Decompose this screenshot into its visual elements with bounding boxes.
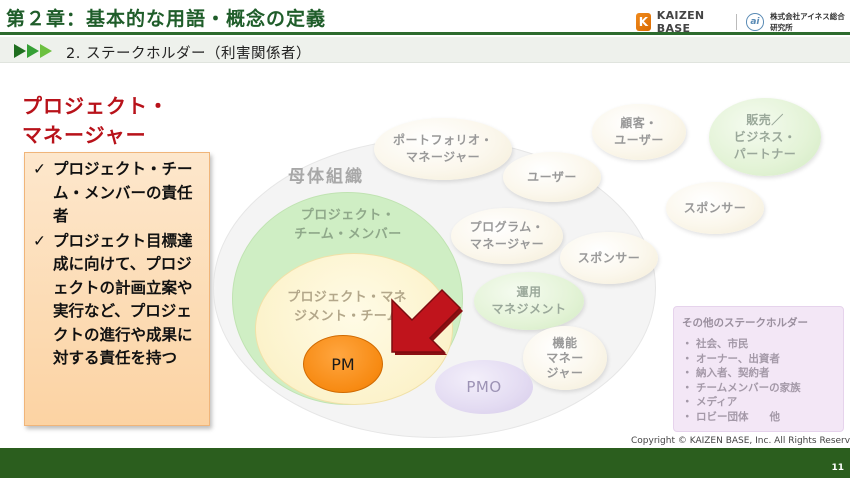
bullet-icon: ・ [682,338,693,350]
logo-divider [735,14,737,30]
partner-name: 株式会社アイネス総合研究所 [770,12,845,32]
pm-circle: PM [303,335,383,393]
project-team-label: プロジェクト・ チーム・メンバー [294,208,402,242]
brand-logos: K KAIZEN BASE ai 株式会社アイネス総合研究所 [636,9,850,35]
customer-user-bubble: 顧客・ ユーザー [592,104,686,160]
other-stakeholder-item: ・ 社会、市民 [682,337,835,352]
section-bar: 2. ステークホルダー（利害関係者） [0,37,850,63]
chevron-arrows-icon [14,44,53,58]
program-manager-bubble: プログラム・ マネージャー [451,208,563,264]
description-text: プロジェクト目標達成に向けて、プロジェクトの計画立案や実行など、プロジェクトの進… [53,231,193,368]
operations-management-bubble: 運用 マネジメント [474,272,584,330]
other-stakeholder-label: メディア [696,396,738,409]
header-rule [0,32,850,35]
other-stakeholders-box: その他のステークホルダー ・ 社会、市民 ・ オーナー、出資者 ・ 納入者、契約… [673,306,844,432]
portfolio-manager-bubble: ポートフォリオ・ マネージャー [374,118,512,180]
pm-heading-line2: マネージャー [22,123,147,147]
user-bubble: ユーザー [503,152,601,202]
other-stakeholder-label: 納入者、契約者 [696,367,770,380]
other-stakeholder-item: ・ 納入者、契約者 [682,366,835,381]
other-stakeholder-label: チームメンバーの家族 [696,381,801,394]
pm-team-label: プロジェクト・マネ ジメント・チーム [287,290,407,324]
bullet-icon: ・ [682,352,693,365]
slide-header: 第２章：基本的な用語・概念の定義 K KAIZEN BASE ai 株式会社アイ… [0,0,850,35]
copyright-notice: Copyright © KAIZEN BASE, Inc. All Rights… [631,436,850,446]
sponsor-outer-bubble: スポンサー [666,182,764,234]
parent-organization-label: 母体組織 [288,167,364,187]
other-stakeholder-item: ・ チームメンバーの家族 [682,381,835,396]
bullet-icon: ・ [682,381,693,394]
pm-heading-line1: プロジェクト・ [22,94,169,118]
sponsor-inner-bubble: スポンサー [560,232,658,284]
partner-logo-icon: ai [745,13,765,31]
check-icon: ✓ [33,160,46,178]
page-number: 11 [831,463,844,473]
other-stakeholder-label: オーナー、出資者 [696,352,780,365]
other-stakeholders-title: その他のステークホルダー [682,317,808,329]
check-icon: ✓ [33,231,46,250]
functional-manager-bubble: 機能 マネー ジャー [523,326,607,390]
description-item: ✓ プロジェクト・チーム・メンバーの責任者 [33,158,201,229]
pointer-arrow-icon [391,288,463,355]
pm-heading: プロジェクト・ マネージャー [22,92,222,150]
section-title: 2. ステークホルダー（利害関係者） [66,46,311,62]
other-stakeholder-label: 社会、市民 [696,338,749,350]
description-text: プロジェクト・チーム・メンバーの責任者 [53,160,193,225]
footer-bar [0,448,850,478]
pm-description-box: ✓ プロジェクト・チーム・メンバーの責任者 ✓ プロジェクト目標達成に向けて、プ… [24,152,210,426]
brand-name: KAIZEN BASE [656,9,705,35]
other-stakeholder-item: ・ メディア [682,395,835,410]
other-stakeholder-item: ・ オーナー、出資者 [682,352,835,367]
bullet-icon: ・ [682,367,693,380]
other-stakeholder-item: ・ ロビー団体 他 [682,410,835,425]
bullet-icon: ・ [682,410,693,423]
kaizen-logo-icon: K [636,13,651,31]
bullet-icon: ・ [682,396,693,409]
pmo-bubble: PMO [435,360,533,414]
sales-partner-bubble: 販売／ ビジネス・ パートナー [709,98,821,176]
other-stakeholder-label: ロビー団体 他 [696,410,780,423]
chapter-title: 第２章：基本的な用語・概念の定義 [6,8,327,30]
description-item: ✓ プロジェクト目標達成に向けて、プロジェクトの計画立案や実行など、プロジェクト… [33,230,201,371]
